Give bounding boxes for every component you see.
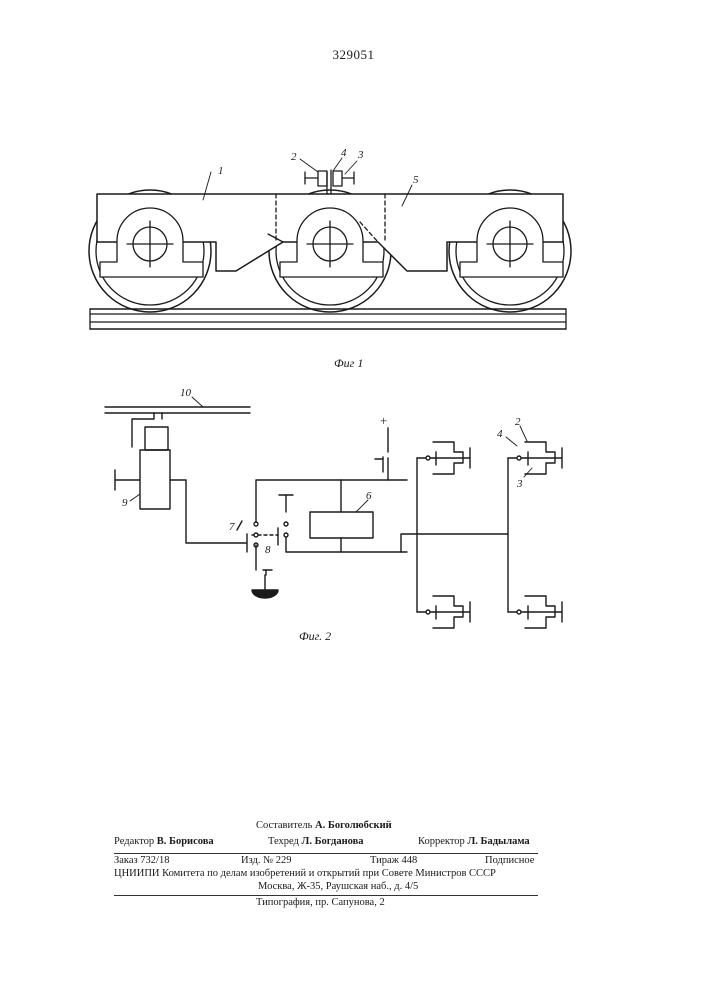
compiler-line: Составитель А. Боголюбский — [256, 820, 392, 831]
label-plus: + — [380, 413, 387, 428]
label-fig2-3: 3 — [516, 478, 523, 490]
label-7: 7 — [229, 521, 235, 533]
address-line: Москва, Ж-35, Раушская наб., д. 4/5 — [258, 881, 418, 892]
techred-role: Техред — [268, 836, 299, 847]
subscription: Подписное — [485, 855, 534, 866]
editor-line: Редактор В. Борисова — [114, 836, 214, 847]
label-8: 8 — [265, 544, 271, 556]
order-number: Заказ 732/18 — [114, 855, 169, 866]
figure-2-caption: Фиг. 2 — [299, 629, 331, 643]
block-9 — [140, 450, 170, 509]
label-fig2-4: 4 — [497, 428, 503, 440]
valve-bottom-left — [417, 596, 470, 628]
label-10: 10 — [180, 387, 192, 399]
editor-role: Редактор — [114, 836, 154, 847]
label-1: 1 — [218, 165, 224, 177]
corrector-role: Корректор — [418, 836, 465, 847]
organization-line: ЦНИИПИ Комитета по делам изобретений и о… — [114, 868, 496, 879]
compiler-role: Составитель — [256, 820, 312, 831]
valve-bottom-right — [508, 596, 562, 628]
label-9: 9 — [122, 497, 128, 509]
label-5: 5 — [413, 174, 419, 186]
valve-top-right — [508, 442, 562, 474]
figure-1-caption: Фиг 1 — [334, 356, 363, 370]
valve-top-left — [417, 442, 470, 474]
label-4: 4 — [341, 147, 347, 159]
footer-divider-bottom — [114, 895, 538, 896]
compiler-name: А. Боголюбский — [315, 820, 392, 831]
edition-number: Изд. № 229 — [241, 855, 292, 866]
corrector-name: Л. Бадылама — [467, 836, 529, 847]
label-6: 6 — [366, 490, 372, 502]
corrector-line: Корректор Л. Бадылама — [418, 836, 530, 847]
circulation: Тираж 448 — [370, 855, 417, 866]
relay-6 — [310, 512, 373, 538]
label-2: 2 — [291, 151, 297, 163]
editor-name: В. Борисова — [157, 836, 214, 847]
printer-line: Типография, пр. Сапунова, 2 — [256, 897, 385, 908]
label-3: 3 — [357, 149, 364, 161]
label-fig2-2: 2 — [515, 416, 521, 428]
figure-2-circuit — [105, 397, 562, 628]
footer-divider — [114, 853, 538, 854]
techred-name: Л. Богданова — [302, 836, 364, 847]
techred-line: Техред Л. Богданова — [268, 836, 364, 847]
